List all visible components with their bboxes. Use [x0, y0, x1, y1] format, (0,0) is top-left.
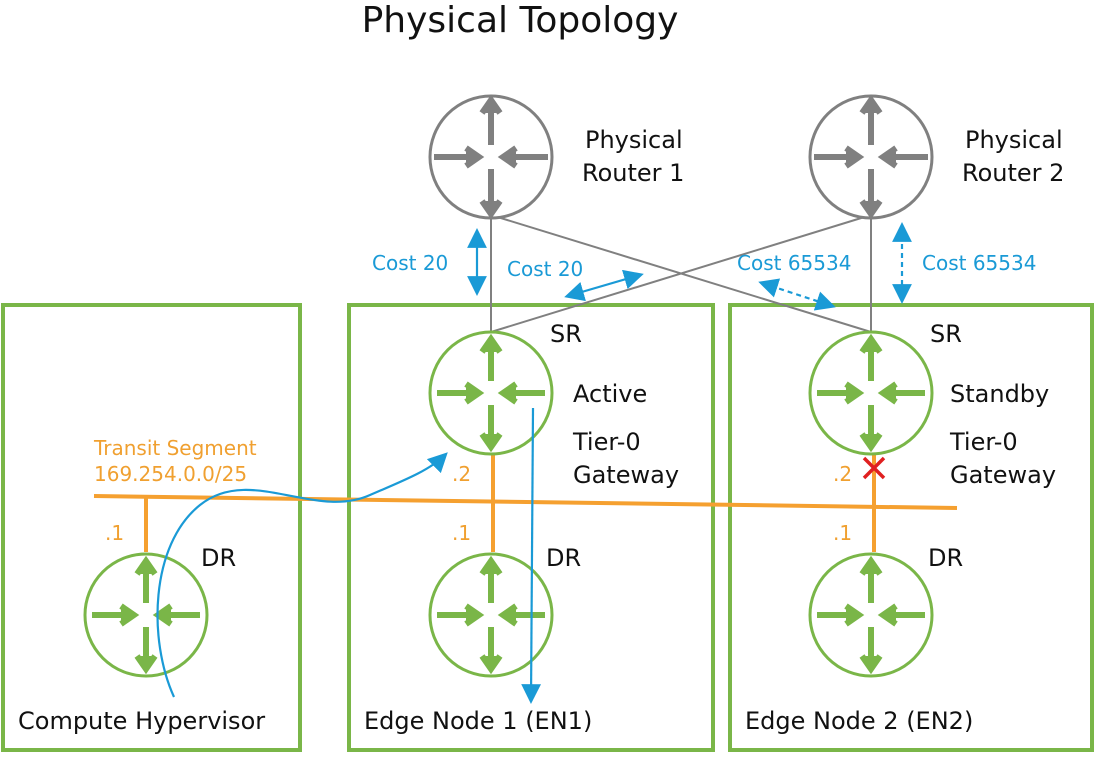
edge-node-2-box: [728, 303, 1094, 752]
transit-segment-subnet: 169.254.0.0/25: [94, 462, 247, 486]
en2-state: Standby: [950, 380, 1049, 408]
physical-router-2-label-line1: Physical: [965, 126, 1063, 154]
en1-gateway-line2: Gateway: [573, 461, 679, 489]
cost-label-en2-r2: Cost 65534: [922, 251, 1036, 275]
cost-label-en1-r2: Cost 20: [507, 257, 583, 281]
link-r2-en1: [490, 214, 872, 333]
en2-dr-router: [808, 552, 934, 678]
transit-segment-line: [93, 494, 958, 510]
transit-segment-name: Transit Segment: [93, 436, 257, 460]
hypervisor-dr-iface: .1: [105, 521, 124, 545]
en1-sr-label: SR: [550, 320, 582, 348]
physical-router-1: [428, 94, 554, 220]
cost-label-en2-r1: Cost 65534: [737, 251, 851, 275]
cost-label-en1-r1: Cost 20: [372, 251, 448, 275]
physical-router-2: [808, 94, 934, 220]
edge-node-1-label: Edge Node 1 (EN1): [364, 707, 592, 735]
en1-dr-router: [428, 552, 554, 678]
traffic-flow-hypervisor-to-en1: [156, 452, 448, 698]
compute-hypervisor-box: [1, 303, 302, 752]
compute-hypervisor-label: Compute Hypervisor: [18, 707, 265, 735]
en1-dr-iface: .1: [452, 521, 471, 545]
physical-router-1-label-line1: Physical: [585, 126, 683, 154]
cost-arrow-en2-r1: [758, 278, 836, 311]
hypervisor-dr-router: [83, 552, 209, 678]
en1-sr-iface: .2: [452, 462, 471, 486]
traffic-flow-en1-down: [521, 407, 542, 704]
en1-state: Active: [573, 380, 647, 408]
cost-arrow-en1-r2: [564, 269, 644, 302]
en2-gateway-line1: Tier-0: [949, 428, 1018, 456]
en1-dr-label: DR: [546, 544, 581, 572]
en2-dr-label: DR: [928, 544, 963, 572]
x-mark-icon: [862, 456, 886, 480]
physical-router-2-label-line2: Router 2: [962, 159, 1064, 187]
en2-sr-label: SR: [930, 320, 962, 348]
en1-sr-router: [428, 330, 554, 456]
physical-router-1-label-line2: Router 1: [582, 159, 684, 187]
edge-node-2-label: Edge Node 2 (EN2): [745, 707, 973, 735]
en1-gateway-line1: Tier-0: [572, 428, 641, 456]
en2-sr-iface: .2: [833, 462, 852, 486]
edge-node-1-box: [347, 303, 715, 752]
diagram-title: Physical Topology: [362, 0, 679, 41]
hypervisor-dr-label: DR: [201, 544, 236, 572]
en2-sr-router: [808, 330, 934, 456]
en2-dr-iface: .1: [833, 521, 852, 545]
en2-gateway-line2: Gateway: [950, 461, 1056, 489]
